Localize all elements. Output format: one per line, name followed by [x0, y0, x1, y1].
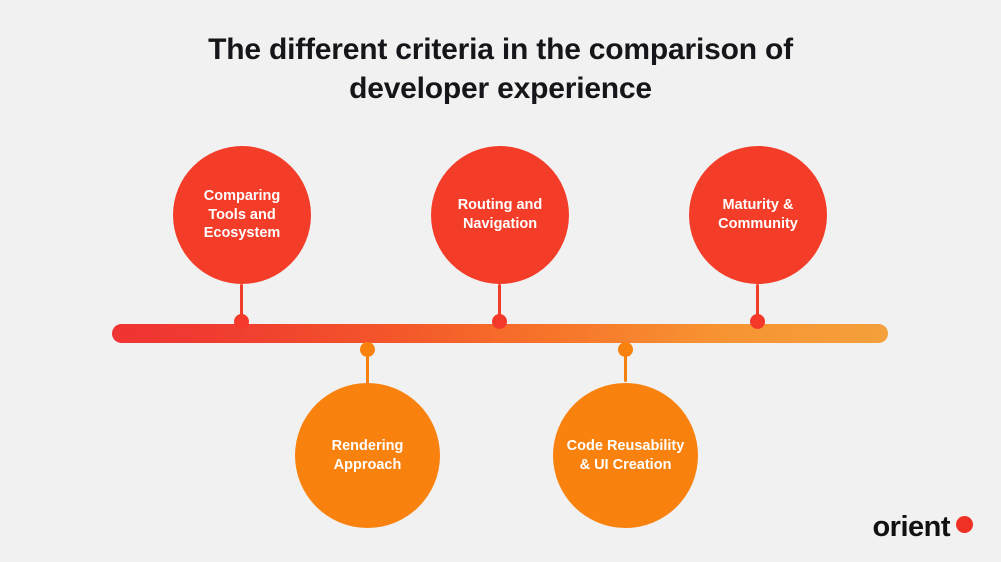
node-knob-routing-and-navigation: [492, 314, 507, 329]
logo-wordmark: orient: [872, 511, 950, 543]
page-title: The different criteria in the comparison…: [0, 30, 1001, 108]
node-bubble-rendering-approach[interactable]: Rendering Approach: [295, 383, 440, 528]
page-title-line-2: developer experience: [349, 72, 652, 105]
node-bubble-maturity-and-community[interactable]: Maturity & Community: [689, 146, 827, 284]
node-knob-comparing-tools-and-ecosystem: [234, 314, 249, 329]
node-stem-routing-and-navigation: [498, 284, 501, 322]
node-stem-comparing-tools-and-ecosystem: [240, 284, 243, 322]
orient-logo[interactable]: orient: [872, 513, 973, 542]
node-bubble-comparing-tools-and-ecosystem[interactable]: Comparing Tools and Ecosystem: [173, 146, 311, 284]
node-bubble-routing-and-navigation[interactable]: Routing and Navigation: [431, 146, 569, 284]
timeline-bar: [112, 324, 888, 343]
page-title-line-1: The different criteria in the comparison…: [208, 33, 793, 66]
node-bubble-code-reusability-and-ui-creation[interactable]: Code Reusability & UI Creation: [553, 383, 698, 528]
logo-dot-icon: [956, 515, 973, 533]
node-stem-code-reusability-and-ui-creation: [624, 348, 627, 382]
node-knob-maturity-and-community: [750, 314, 765, 329]
node-stem-rendering-approach: [366, 348, 369, 392]
node-stem-maturity-and-community: [756, 284, 759, 322]
